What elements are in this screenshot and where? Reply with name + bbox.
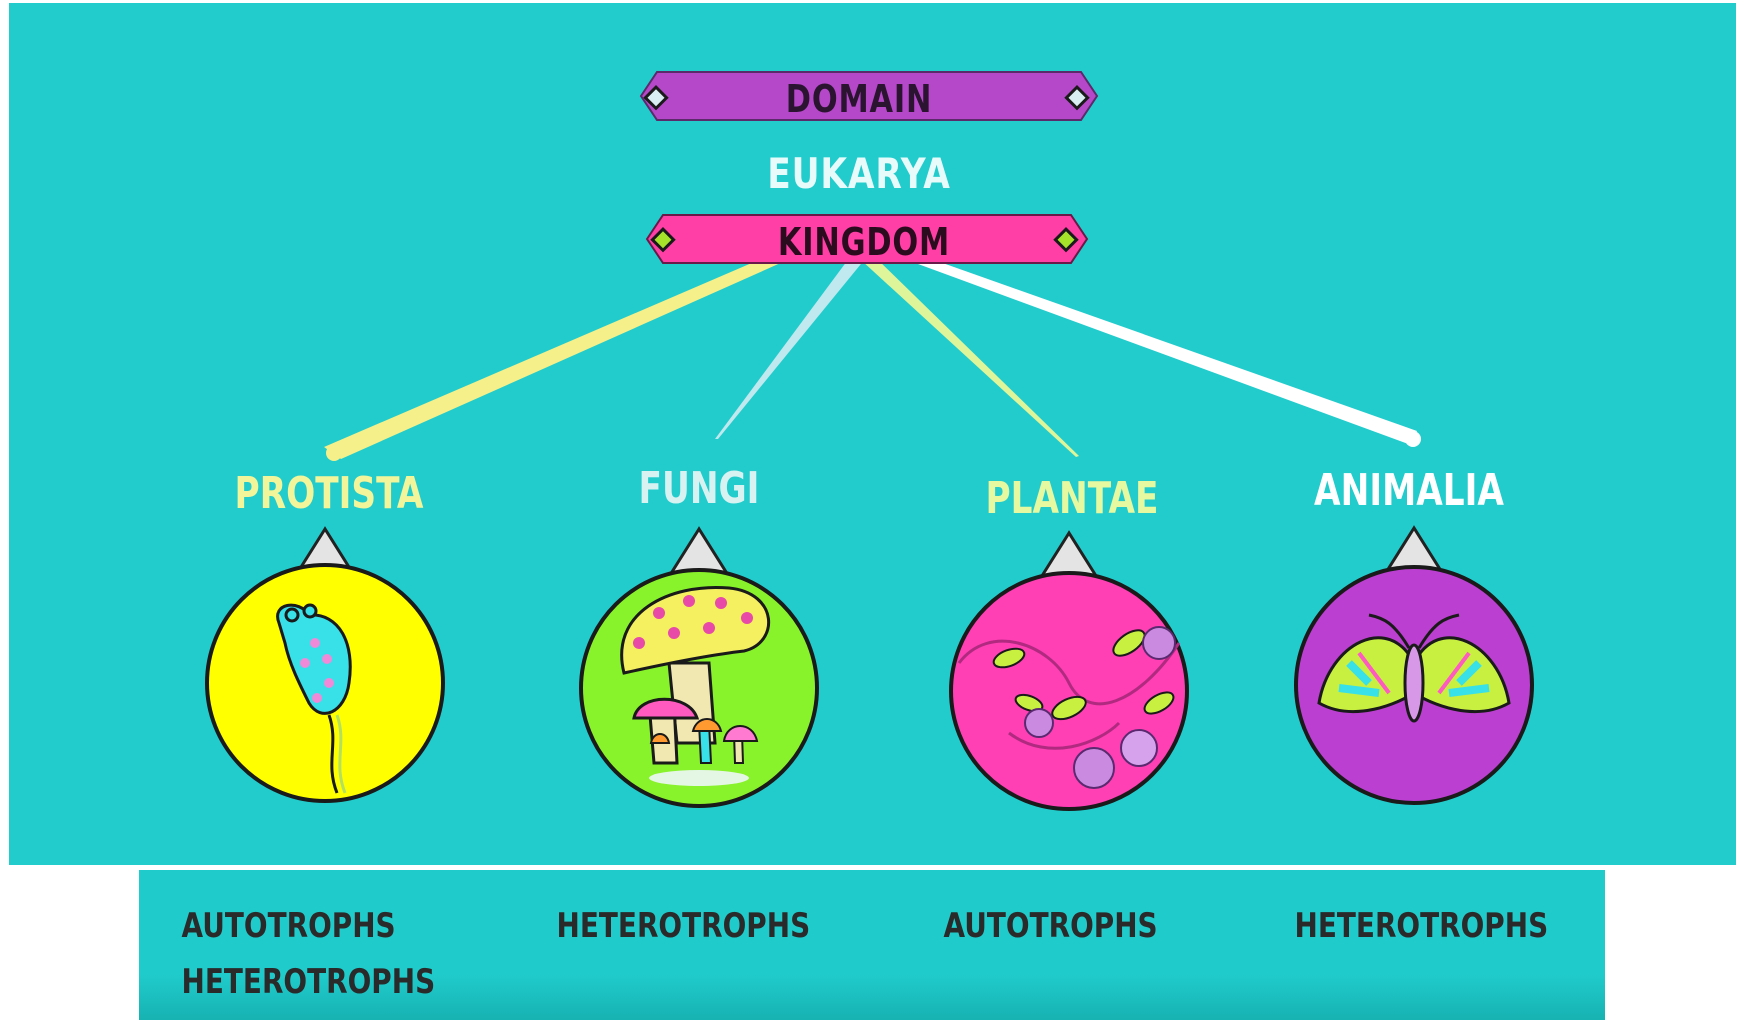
nutrition-animalia: HETEROTROPHS xyxy=(1295,898,1500,954)
nutrition-plantae: AUTOTROPHS xyxy=(944,898,1149,954)
diagram-svg: DOMAIN EUKARYA KINGDOM PROTISTA FUNGI PL… xyxy=(9,3,1736,865)
animalia-badge xyxy=(1296,528,1532,803)
kingdom-label: KINGDOM xyxy=(778,221,950,265)
plantae-badge xyxy=(951,533,1187,809)
nutrition-bar: AUTOTROPHS HETEROTROPHS HETEROTROPHS AUT… xyxy=(139,870,1605,1020)
nutrition-fungi: HETEROTROPHS xyxy=(557,898,762,954)
nutrition-plantae-line-1: AUTOTROPHS xyxy=(944,898,1149,954)
nutrition-protista-line-2: HETEROTROPHS xyxy=(182,954,387,1010)
domain-label: DOMAIN xyxy=(786,78,932,122)
kingdom-banner: KINGDOM xyxy=(647,215,1087,265)
kingdom-name-fungi: FUNGI xyxy=(639,463,760,514)
protista-badge xyxy=(207,529,443,801)
branch-animalia xyxy=(899,250,1417,445)
domain-value: EUKARYA xyxy=(767,150,950,199)
fungi-badge xyxy=(581,529,817,806)
domain-banner: DOMAIN xyxy=(641,72,1097,122)
kingdom-name-plantae: PLANTAE xyxy=(986,473,1159,524)
diagram-scene: DOMAIN EUKARYA KINGDOM PROTISTA FUNGI PL… xyxy=(9,3,1736,865)
branch-lines xyxy=(324,250,1421,461)
nutrition-animalia-line-1: HETEROTROPHS xyxy=(1295,898,1500,954)
branch-plantae xyxy=(861,257,1079,457)
kingdom-name-protista: PROTISTA xyxy=(235,468,424,519)
kingdom-name-animalia: ANIMALIA xyxy=(1314,465,1504,516)
nutrition-protista: AUTOTROPHS HETEROTROPHS xyxy=(182,898,387,1010)
nutrition-fungi-line-1: HETEROTROPHS xyxy=(557,898,762,954)
nutrition-protista-line-1: AUTOTROPHS xyxy=(182,898,387,954)
branch-fungi xyxy=(715,259,865,439)
